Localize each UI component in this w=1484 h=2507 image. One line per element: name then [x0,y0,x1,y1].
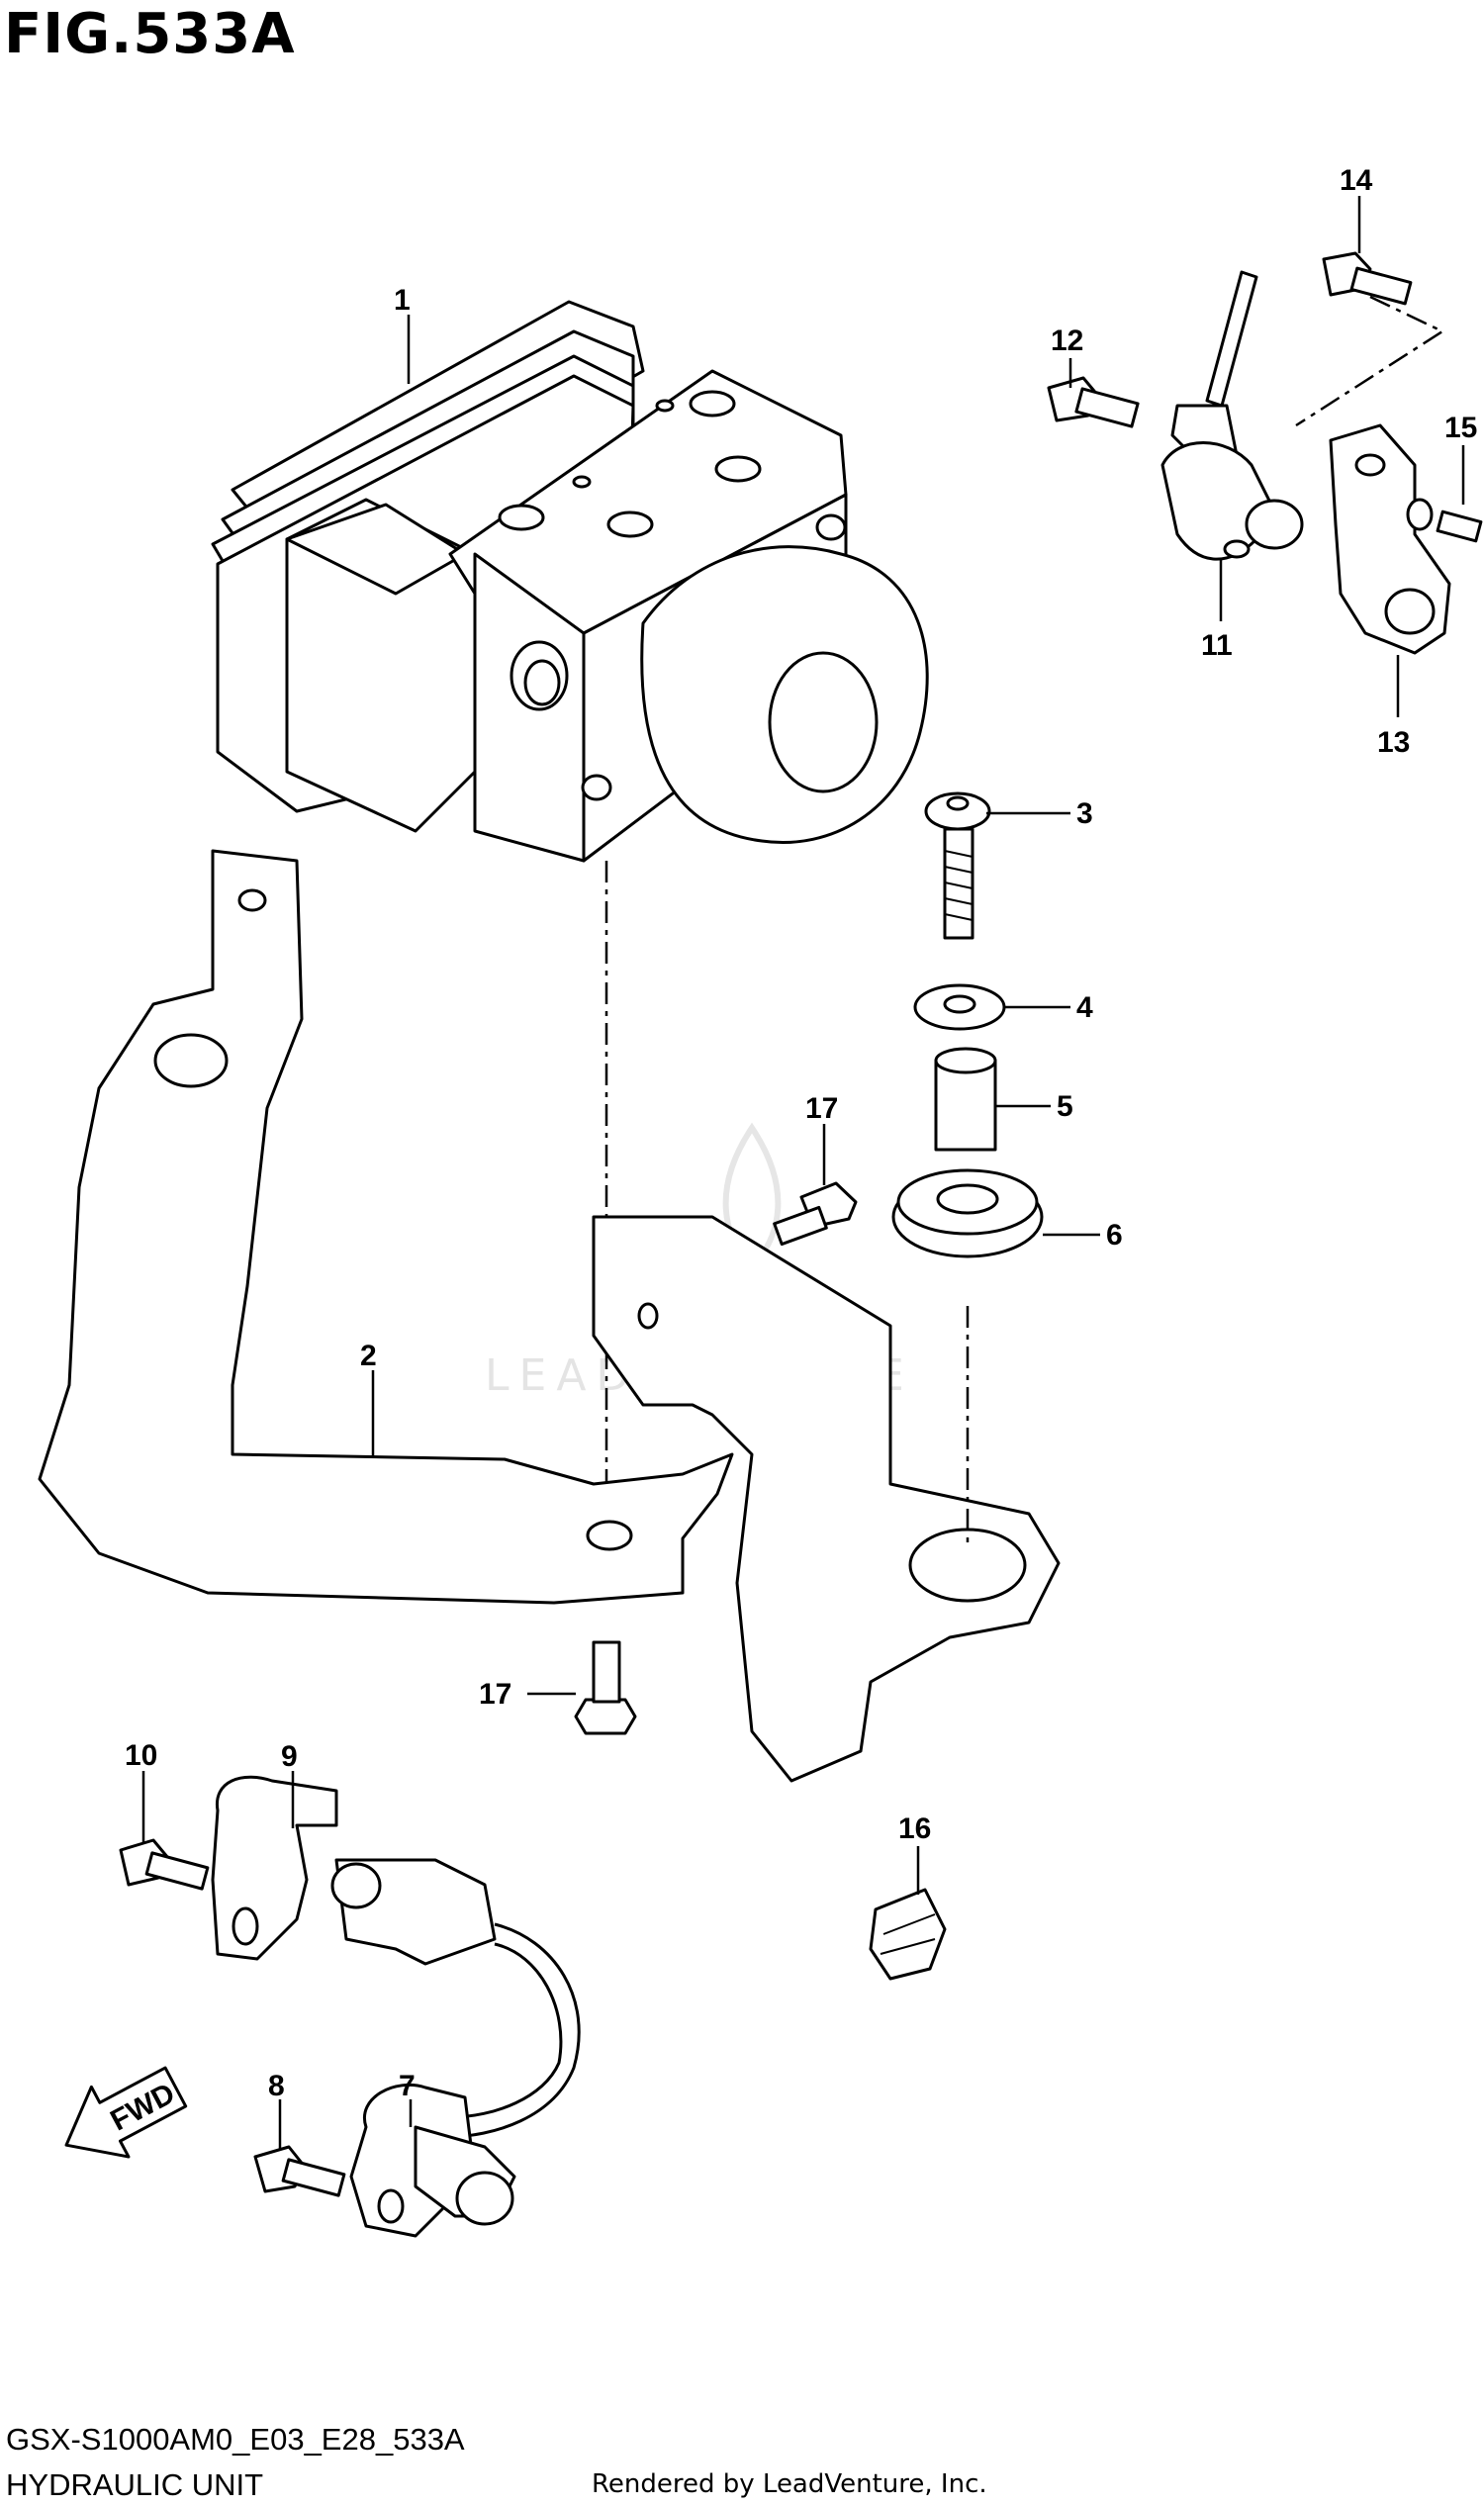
part-4-washer [913,983,1006,1031]
fwd-arrow: FWD [64,2066,188,2159]
callout-17-lower: 17 [479,1678,511,1711]
part-10-bolt [119,1838,210,1891]
part-7-rear-wheel-sensor [330,1858,581,2238]
callout-4: 4 [1076,991,1093,1024]
callout-15: 15 [1444,412,1477,444]
callout-16: 16 [898,1812,931,1845]
callout-11: 11 [1201,629,1233,662]
callout-6: 6 [1106,1219,1123,1252]
part-15-dowel-pin [1436,510,1483,543]
callout-7: 7 [399,2070,416,2102]
render-credit: Rendered by LeadVenture, Inc. [592,2469,987,2499]
part-14-mount-axis [1295,295,1445,427]
figure-title: FIG.533A [4,2,296,66]
callout-5: 5 [1057,1090,1073,1123]
callout-8: 8 [268,2070,285,2102]
callout-2: 2 [360,1340,377,1372]
part-14-bolt [1322,251,1413,306]
leader-lines [141,196,1465,2149]
callout-10: 10 [125,1739,157,1772]
part-1-hydraulic-unit [211,300,929,863]
part-12-bolt [1047,376,1140,428]
callout-12: 12 [1051,325,1083,357]
part-17-bolt-lower [574,1640,637,1735]
part-2-bracket [38,849,1061,1783]
part-6-grommet [891,1168,1044,1258]
part-17-bolt-upper [773,1181,858,1247]
callout-labels: 1 2 3 4 5 6 7 8 9 10 11 12 13 14 15 16 1… [125,164,1477,2102]
callout-9: 9 [281,1740,298,1773]
callout-3: 3 [1076,797,1093,830]
callout-17-upper: 17 [805,1092,838,1125]
part-3-bolt [924,791,991,940]
part-11-front-wheel-sensor [1160,270,1304,561]
part-13-sensor-bracket [1329,423,1451,655]
diagram-name: HYDRAULIC UNIT [6,2467,264,2502]
callout-1: 1 [394,284,411,317]
callout-14: 14 [1340,164,1373,197]
part-8-bolt [253,2145,346,2197]
part-16-clip [869,1888,947,1981]
part-5-collar [934,1047,997,1152]
part-9-clamp [211,1775,338,1961]
diagram-code: GSX-S1000AM0_E03_E28_533A [6,2422,465,2457]
callout-13: 13 [1377,726,1410,759]
